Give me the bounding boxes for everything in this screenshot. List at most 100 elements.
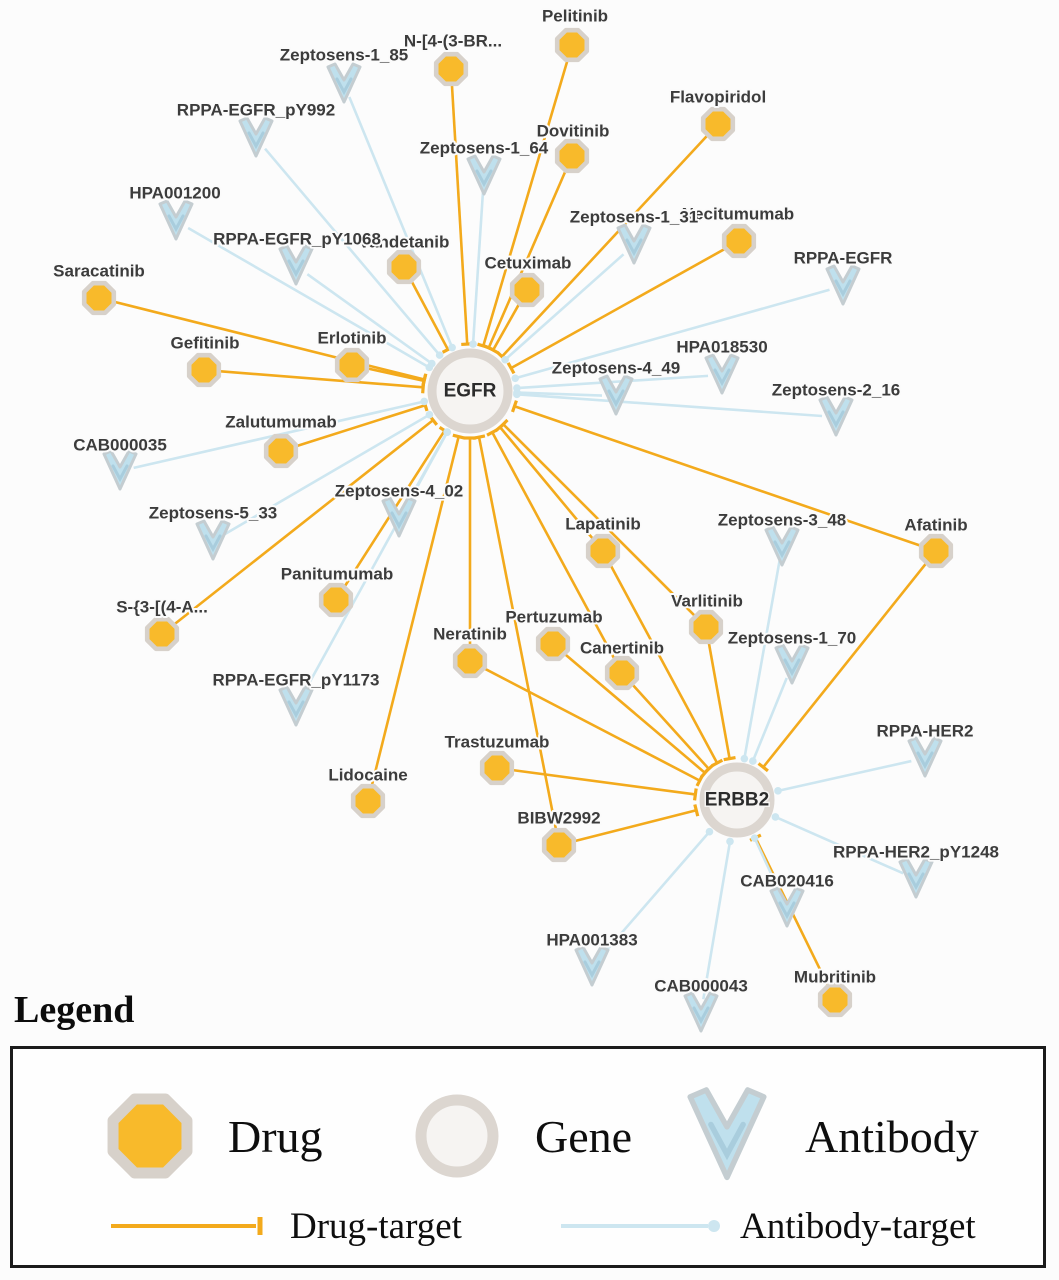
node-label: Afatinib — [904, 516, 967, 535]
drug-node[interactable] — [541, 827, 577, 863]
antibody-node[interactable] — [278, 244, 314, 286]
antibody-chevron-shape[interactable] — [764, 525, 800, 567]
antibody-node[interactable] — [598, 374, 634, 416]
antibody-chevron-shape[interactable] — [818, 395, 854, 437]
drug-node[interactable] — [452, 643, 488, 679]
drug-node[interactable] — [918, 533, 954, 569]
node-label: BIBW2992 — [517, 809, 600, 828]
antibody-node[interactable] — [238, 116, 274, 158]
antibody-chevron-shape[interactable] — [278, 685, 314, 727]
antibody-chevron-shape[interactable] — [907, 736, 943, 778]
antibody-node[interactable] — [907, 736, 943, 778]
antibody-target-edge-dot — [740, 754, 749, 763]
antibody-node[interactable] — [769, 886, 805, 928]
antibody-node[interactable] — [574, 945, 610, 987]
antibody-chevron-shape[interactable] — [898, 857, 934, 899]
drug-node[interactable] — [186, 352, 222, 388]
drug-node[interactable] — [81, 280, 117, 316]
drug-node[interactable] — [604, 655, 640, 691]
node-label: Pertuzumab — [505, 608, 602, 627]
antibody-node[interactable] — [898, 857, 934, 899]
drug-node[interactable] — [509, 272, 545, 308]
gene-label: EGFR — [444, 381, 497, 402]
antibody-target-edge — [516, 374, 709, 390]
drug-node[interactable] — [585, 533, 621, 569]
node-label: S-{3-[(4-A... — [116, 598, 208, 617]
antibody-target-edge-dot — [443, 428, 452, 436]
drug-node[interactable] — [554, 27, 590, 63]
antibody-target-edge — [751, 677, 788, 762]
antibody-target-edge — [774, 815, 904, 875]
antibody-chevron-shape[interactable] — [238, 116, 274, 158]
antibody-chevron-shape[interactable] — [769, 886, 805, 928]
drug-target-edge-tee — [693, 804, 700, 817]
antibody-chevron-shape[interactable] — [158, 199, 194, 241]
node-label: CAB020416 — [740, 872, 834, 891]
antibody-chevron-shape[interactable] — [616, 223, 652, 265]
drug-target-edge — [491, 302, 521, 351]
antibody-chevron-shape[interactable] — [598, 374, 634, 416]
antibody-chevron-shape[interactable] — [774, 643, 810, 685]
antibody-node[interactable] — [825, 264, 861, 306]
antibody-chevron-shape[interactable] — [825, 264, 861, 306]
antibody-chevron-shape[interactable] — [466, 154, 502, 196]
drug-node[interactable] — [263, 433, 299, 469]
antibody-node[interactable] — [381, 496, 417, 538]
antibody-node[interactable] — [764, 525, 800, 567]
antibody-node[interactable] — [818, 395, 854, 437]
antibody-node[interactable] — [278, 685, 314, 727]
legend-item-drug-target: Drug-target — [108, 1201, 462, 1251]
drug-target-edge — [482, 59, 570, 347]
drug-node[interactable] — [318, 582, 354, 618]
antibody-target-line-icon — [561, 1220, 720, 1232]
antibody-node[interactable] — [466, 154, 502, 196]
antibody-chevron-shape[interactable] — [326, 62, 362, 104]
antibody-node[interactable] — [195, 519, 231, 561]
drug-node[interactable] — [535, 626, 571, 662]
drug-target-edge-tee — [757, 762, 769, 773]
drug-node[interactable] — [144, 616, 180, 652]
antibody-node[interactable] — [774, 643, 810, 685]
antibody-target-edge — [753, 837, 783, 896]
drug-node[interactable] — [479, 750, 515, 786]
drug-target-edge — [707, 641, 731, 759]
drug-target-edge — [499, 426, 595, 541]
drug-node[interactable] — [817, 982, 853, 1018]
drug-node[interactable] — [350, 783, 386, 819]
node-layer — [81, 27, 954, 1033]
antibody-node[interactable] — [683, 991, 719, 1033]
antibody-chevron-shape[interactable] — [278, 244, 314, 286]
antibody-chevron-inner — [475, 169, 493, 188]
drug-node[interactable] — [721, 223, 757, 259]
antibody-node[interactable] — [326, 62, 362, 104]
node-label: Mubritinib — [794, 968, 876, 987]
antibody-node[interactable] — [158, 199, 194, 241]
drug-node[interactable] — [386, 249, 422, 285]
gene-node[interactable] — [699, 762, 775, 838]
legend-drug-target-label: Drug-target — [290, 1205, 462, 1247]
node-label: Neratinib — [433, 625, 507, 644]
drug-node[interactable] — [433, 51, 469, 87]
antibody-chevron-shape[interactable] — [102, 449, 138, 491]
gene-node[interactable] — [427, 348, 513, 434]
drug-node[interactable] — [688, 609, 724, 645]
antibody-node[interactable] — [616, 223, 652, 265]
node-label: Zeptosens-1_85 — [280, 46, 409, 65]
node-label: RPPA-EGFR_pY1068 — [213, 230, 381, 249]
antibody-chevron-shape[interactable] — [574, 945, 610, 987]
drug-node[interactable] — [334, 347, 370, 383]
antibody-chevron-shape[interactable] — [683, 991, 719, 1033]
drug-node[interactable] — [554, 138, 590, 174]
antibody-chevron-shape[interactable] — [381, 496, 417, 538]
antibody-chevron-shape[interactable] — [704, 353, 740, 395]
antibody-node[interactable] — [704, 353, 740, 395]
antibody-target-edge-dot — [749, 757, 757, 765]
drug-target-edge — [487, 169, 568, 349]
antibody-node[interactable] — [102, 449, 138, 491]
antibody-chevron-inner — [287, 259, 305, 278]
drug-node[interactable] — [700, 106, 736, 142]
node-label: Zeptosens-1_64 — [420, 139, 549, 158]
antibody-chevron-shape[interactable] — [195, 519, 231, 561]
drug-target-edge — [502, 423, 697, 618]
